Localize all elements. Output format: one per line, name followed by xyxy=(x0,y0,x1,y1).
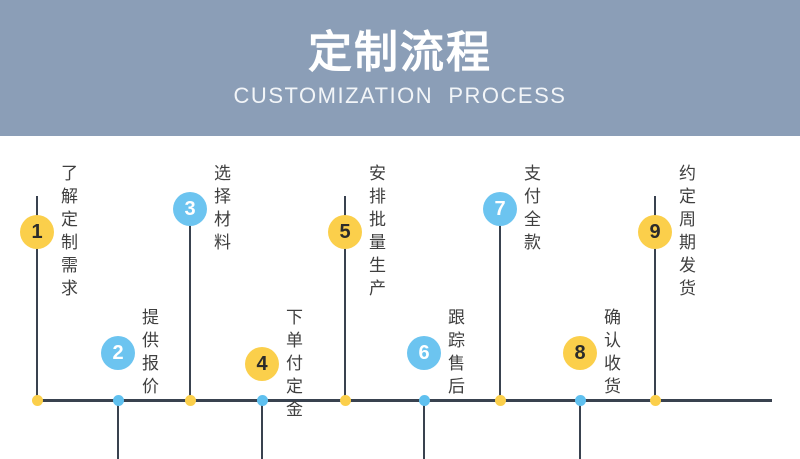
step-connector-line xyxy=(499,196,501,396)
step-label-text: 了解定制需求 xyxy=(61,164,78,298)
step-label-text: 确认收货 xyxy=(604,308,621,396)
step-label-group[interactable]: 8 确认收货 xyxy=(563,307,621,399)
timeline-dot xyxy=(418,394,430,406)
step-label-text: 提供报价 xyxy=(142,308,159,396)
timeline-dot xyxy=(649,394,661,406)
timeline-dot xyxy=(339,394,351,406)
step-label-group[interactable]: 3 选择材料 xyxy=(173,163,231,255)
step-label-group[interactable]: 9 约定周期 发货 xyxy=(638,163,696,301)
step-label-text: 跟踪售后 xyxy=(448,308,465,396)
step-label-group[interactable]: 4 下单付定金 xyxy=(245,307,303,422)
step-connector-line xyxy=(344,196,346,396)
step-label-group[interactable]: 6 跟踪售后 xyxy=(407,307,465,399)
timeline-dot xyxy=(494,394,506,406)
header-banner: 定制流程 CUSTOMIZATION PROCESS xyxy=(0,0,800,136)
page-title: 定制流程 xyxy=(308,27,492,77)
step-number-badge: 1 xyxy=(20,214,54,249)
step-connector-line xyxy=(423,398,425,459)
step-label-group[interactable]: 1 了解定制需求 xyxy=(20,163,78,301)
step-label-text: 安排批量生产 xyxy=(369,164,386,298)
step-label-group[interactable]: 7 支付全款 xyxy=(483,163,541,255)
step-number-badge: 9 xyxy=(638,214,672,249)
step-connector-line xyxy=(654,196,656,396)
step-label-text: 选择材料 xyxy=(214,164,231,252)
step-label-group[interactable]: 5 安排批量生产 xyxy=(328,163,386,301)
step-label-text: 支付全款 xyxy=(524,164,541,252)
step-number-badge: 8 xyxy=(563,335,597,370)
timeline-dot xyxy=(184,394,196,406)
step-number-badge: 6 xyxy=(407,335,441,370)
timeline-dot xyxy=(574,394,586,406)
step-label-text: 约定周期 发货 xyxy=(679,164,696,298)
step-number-badge: 4 xyxy=(245,347,279,382)
process-timeline: 1 了解定制需求 2 提供报价 3 选择材料 4 下单付定金 5 安排批量生产 6 跟踪售后 7 支付全款… xyxy=(0,136,800,459)
step-connector-line xyxy=(579,398,581,459)
step-label-text: 下单付定金 xyxy=(286,308,303,419)
step-number-badge: 2 xyxy=(101,335,135,370)
step-number-badge: 3 xyxy=(173,191,207,226)
step-connector-line xyxy=(36,196,38,396)
timeline-dot xyxy=(256,394,268,406)
step-connector-line xyxy=(189,196,191,396)
step-number-badge: 7 xyxy=(483,191,517,226)
timeline-axis xyxy=(37,399,772,402)
step-connector-line xyxy=(117,398,119,459)
timeline-dot xyxy=(31,394,43,406)
page-subtitle: CUSTOMIZATION PROCESS xyxy=(233,83,567,109)
timeline-dot xyxy=(112,394,124,406)
step-number-badge: 5 xyxy=(328,214,362,249)
step-label-group[interactable]: 2 提供报价 xyxy=(101,307,159,399)
